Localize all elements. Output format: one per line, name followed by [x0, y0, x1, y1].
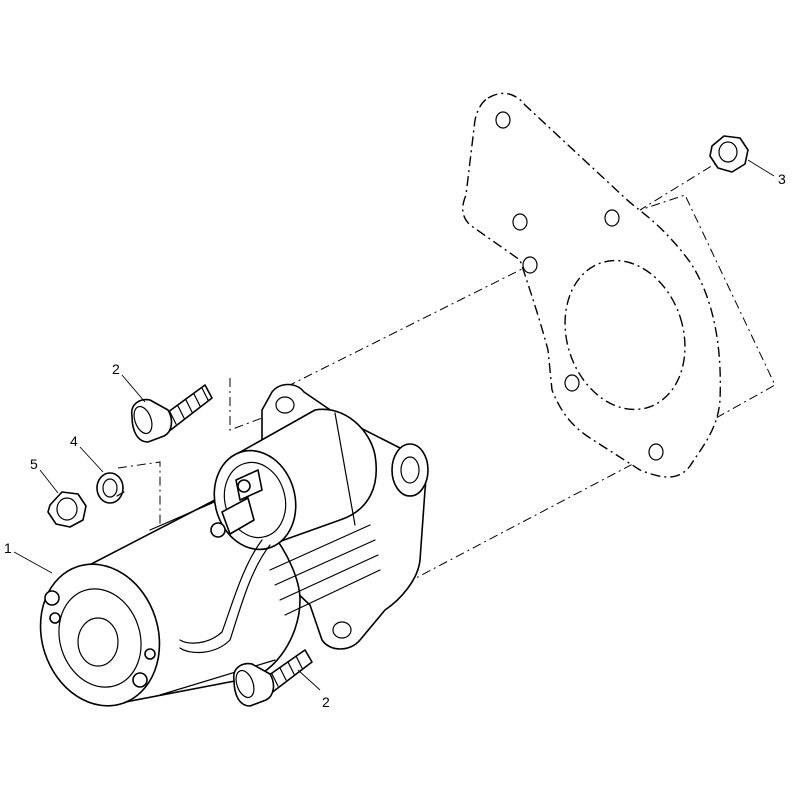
- adapter-gasket-plate: [462, 92, 721, 478]
- nut-right: [709, 135, 749, 173]
- callout-labels: 1 2 2 3 4 5: [4, 171, 786, 710]
- bolt-lower: [232, 649, 313, 707]
- callout-nut-right: 3: [778, 171, 786, 187]
- callout-bolt-upper: 2: [112, 361, 120, 377]
- starter-motor: [39, 383, 429, 707]
- callout-nut-left: 5: [30, 456, 38, 472]
- nut-left: [47, 491, 87, 528]
- callout-bolt-lower: 2: [322, 694, 330, 710]
- bolt-upper: [130, 384, 213, 443]
- lock-washer: [96, 472, 125, 504]
- callout-starter-motor: 1: [4, 540, 12, 556]
- callout-lock-washer: 4: [70, 433, 78, 449]
- callout-leaders: [13, 159, 775, 691]
